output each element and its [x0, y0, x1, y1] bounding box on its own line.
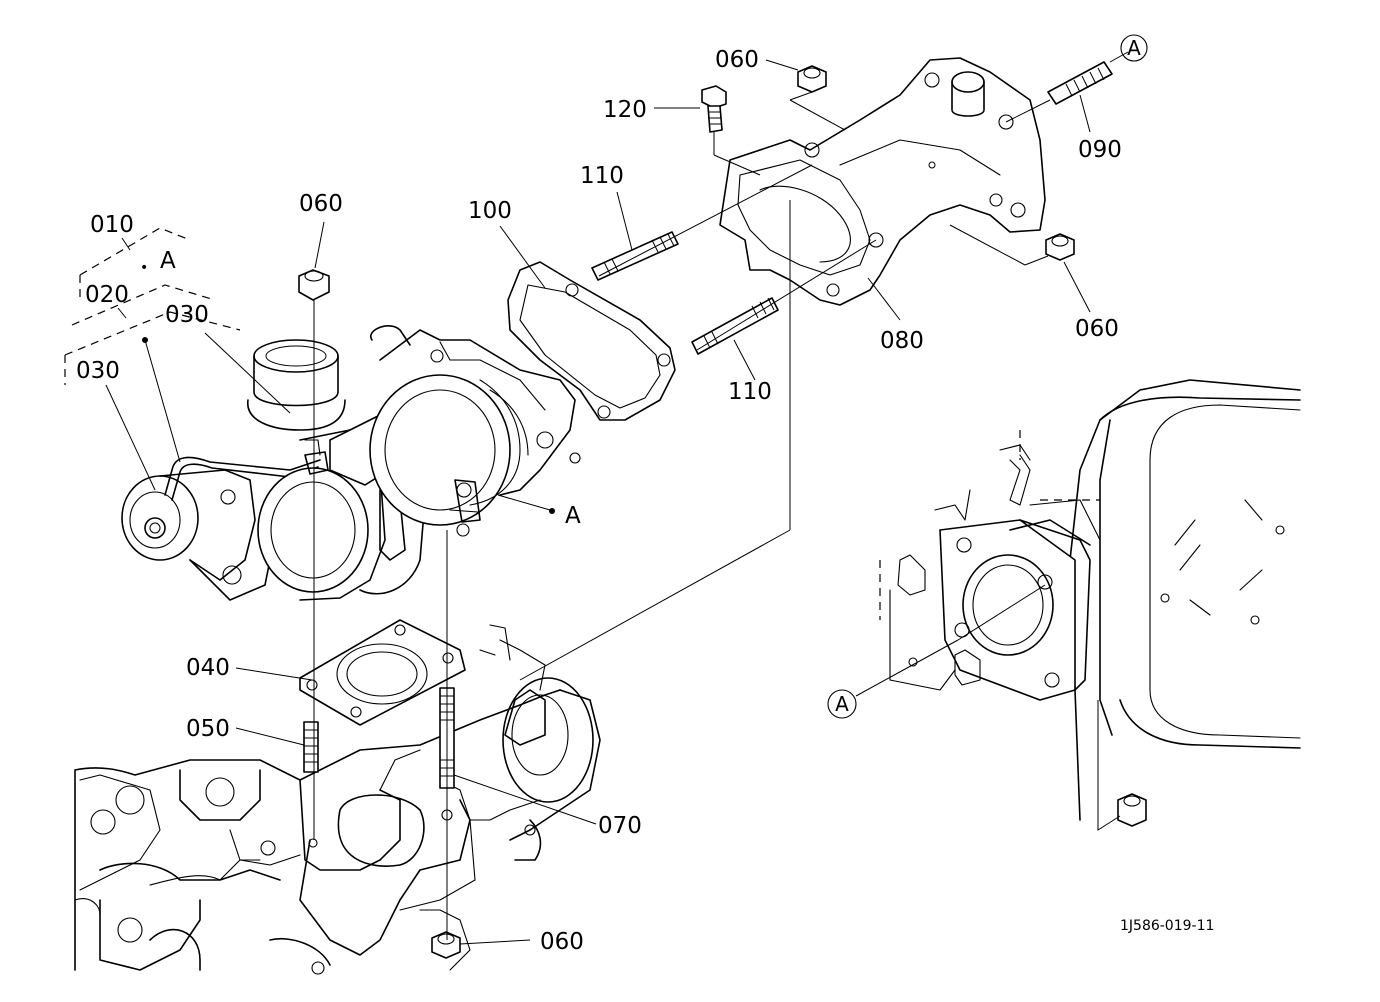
reference-circle-inset: A	[827, 689, 857, 719]
reference-circle-top: A	[1120, 34, 1148, 62]
label-060-bottom: 060	[540, 929, 584, 955]
leader-lines	[105, 51, 1129, 945]
label-060-upper: 060	[715, 47, 759, 73]
label-090: 090	[1078, 137, 1122, 163]
label-100: 100	[468, 198, 512, 224]
label-110-bottom: 110	[728, 379, 772, 405]
label-110-top: 110	[580, 163, 624, 189]
turbocharger-drawing	[121, 325, 581, 601]
drawing-code: 1J586-019-11	[1120, 918, 1214, 934]
label-120: 120	[603, 97, 647, 123]
stud-050-drawing	[303, 721, 319, 773]
label-080: 080	[880, 328, 924, 354]
reference-a-top: A	[1127, 36, 1141, 60]
label-060-top: 060	[299, 191, 343, 217]
label-030-top: 030	[165, 302, 209, 328]
label-040: 040	[186, 655, 230, 681]
label-070: 070	[598, 813, 642, 839]
stud-090-drawing	[1047, 61, 1113, 105]
label-a-group: A	[160, 248, 176, 274]
gasket-040-drawing	[299, 619, 466, 726]
cylinder-head-drawing	[74, 624, 601, 975]
label-a-turbo: A	[565, 503, 581, 529]
reference-a-inset: A	[835, 692, 849, 716]
gasket-100-drawing	[507, 261, 676, 421]
bolt-120-drawing	[701, 85, 727, 133]
nut-060-inset-drawing	[1117, 793, 1147, 827]
nut-060-upper-drawing	[797, 65, 827, 93]
label-030-left: 030	[76, 358, 120, 384]
installed-view-drawing	[879, 379, 1301, 831]
label-060-right: 060	[1075, 316, 1119, 342]
group-brackets	[64, 227, 241, 385]
exhaust-pipe-080-drawing	[719, 57, 1046, 306]
label-020: 020	[85, 282, 129, 308]
nut-060-bottom-drawing	[431, 931, 461, 959]
label-050: 050	[186, 716, 230, 742]
label-010: 010	[90, 212, 134, 238]
nut-060-top-drawing	[298, 269, 330, 301]
assembly-lines	[313, 91, 1051, 940]
nut-060-right-drawing	[1045, 233, 1075, 261]
dot-separator: •	[140, 260, 148, 276]
